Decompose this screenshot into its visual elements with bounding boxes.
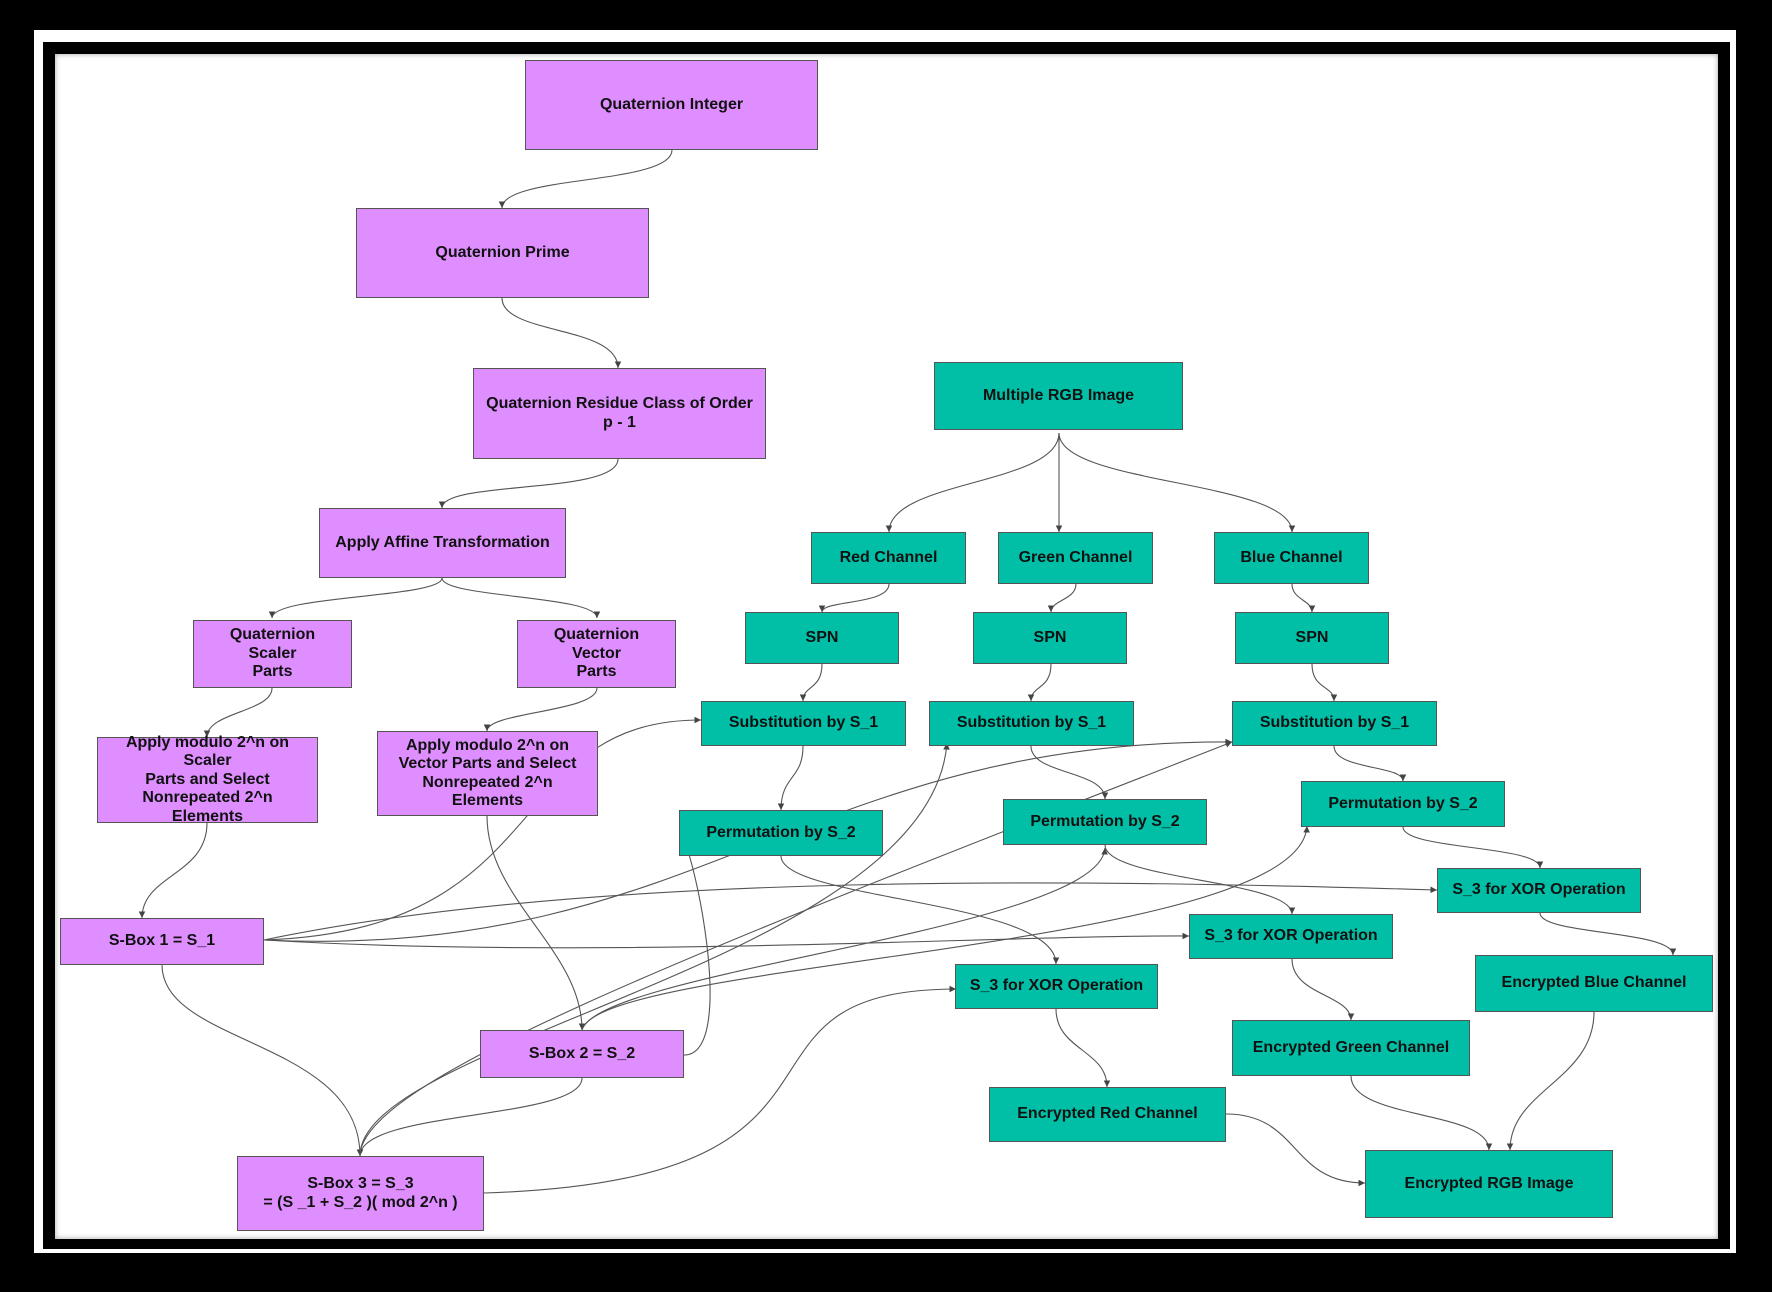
edge-spn-sub-red xyxy=(799,663,823,702)
edge-enc-red-rgb xyxy=(1225,1113,1366,1187)
substitution-red-node: Substitution by S_1 xyxy=(701,701,906,746)
sbox1-node: S-Box 1 = S_1 xyxy=(60,918,264,965)
quaternion-integer-node: Quaternion Integer xyxy=(525,60,818,150)
sbox3-node: S-Box 3 = S_3 = (S _1 + S_2 )( mod 2^n ) xyxy=(237,1156,484,1231)
edge-rgb-red xyxy=(885,432,1060,533)
edge-sbox1-xor-green xyxy=(263,932,1190,949)
edge-sbox3-xor-red xyxy=(483,985,957,1194)
edge-residue-affine xyxy=(438,458,619,509)
substitution-blue-node: Substitution by S_1 xyxy=(1232,701,1437,746)
modulo-vector-node: Apply modulo 2^n on Vector Parts and Sel… xyxy=(377,731,598,816)
edge-xor-enc-blue xyxy=(1539,912,1677,956)
permutation-red-node: Permutation by S_2 xyxy=(679,810,883,856)
edge-enc-green-rgb xyxy=(1350,1075,1493,1151)
edge-xor-enc-red xyxy=(1055,1008,1111,1088)
edge-affine-scaler xyxy=(268,577,443,619)
xor-blue-node: S_3 for XOR Operation xyxy=(1437,868,1641,913)
edge-perm-xor-green xyxy=(1104,844,1296,915)
edge-sub-perm-green xyxy=(1030,745,1109,800)
affine-transformation-node: Apply Affine Transformation xyxy=(319,508,566,578)
edge-rgb-blue xyxy=(1058,432,1296,533)
edge-sbox1-xor-blue xyxy=(263,882,1438,941)
scaler-parts-node: Quaternion Scaler Parts xyxy=(193,620,352,688)
encrypted-rgb-node: Encrypted RGB Image xyxy=(1365,1150,1613,1218)
edge-sbox2-perm-red xyxy=(678,828,711,1056)
edge-green-spn xyxy=(1047,583,1077,613)
edge-sbox1-sbox3 xyxy=(161,964,364,1157)
edge-sbox2-perm-blue xyxy=(581,825,1310,1031)
modulo-scaler-node: Apply modulo 2^n on Scaler Parts and Sel… xyxy=(97,734,318,825)
edge-spn-sub-green xyxy=(1027,663,1052,702)
edge-blue-spn xyxy=(1291,583,1316,613)
vector-parts-node: Quaternion Vector Parts xyxy=(517,620,676,688)
spn-blue-node: SPN xyxy=(1235,612,1389,664)
green-channel-node: Green Channel xyxy=(998,532,1153,584)
edge-red-spn xyxy=(818,583,890,613)
permutation-green-node: Permutation by S_2 xyxy=(1003,799,1207,845)
permutation-blue-node: Permutation by S_2 xyxy=(1301,781,1505,827)
edge-modvector-sbox2 xyxy=(486,815,586,1031)
edge-perm-xor-red xyxy=(780,855,1060,965)
red-channel-node: Red Channel xyxy=(811,532,966,584)
xor-red-node: S_3 for XOR Operation xyxy=(955,964,1158,1009)
substitution-green-node: Substitution by S_1 xyxy=(929,701,1134,746)
spn-red-node: SPN xyxy=(745,612,899,664)
xor-green-node: S_3 for XOR Operation xyxy=(1189,914,1393,959)
edge-sub-perm-blue xyxy=(1333,745,1407,782)
residue-class-node: Quaternion Residue Class of Order p - 1 xyxy=(473,368,766,459)
encrypted-red-node: Encrypted Red Channel xyxy=(989,1087,1226,1142)
spn-green-node: SPN xyxy=(973,612,1127,664)
blue-channel-node: Blue Channel xyxy=(1214,532,1369,584)
edge-vector-modvector xyxy=(483,687,598,732)
edge-perm-xor-blue xyxy=(1402,826,1544,869)
edge-sbox3-sub-green xyxy=(359,742,950,1157)
edge-integer-prime xyxy=(498,149,673,209)
sbox2-node: S-Box 2 = S_2 xyxy=(480,1030,684,1078)
edge-scaler-modscaler xyxy=(203,687,273,738)
edge-prime-residue xyxy=(501,297,622,369)
quaternion-prime-node: Quaternion Prime xyxy=(356,208,649,298)
edge-spn-sub-blue xyxy=(1311,663,1338,702)
edge-modscaler-sbox1 xyxy=(138,822,208,919)
edge-sbox2-sbox3 xyxy=(356,1077,583,1157)
edge-sbox2-perm-green xyxy=(581,847,1108,1031)
edge-sbox1-sub-red xyxy=(263,716,702,941)
encrypted-green-node: Encrypted Green Channel xyxy=(1232,1020,1470,1076)
edge-sub-perm-red xyxy=(777,745,804,811)
edge-xor-enc-green xyxy=(1291,958,1355,1021)
rgb-image-node: Multiple RGB Image xyxy=(934,362,1183,430)
edge-affine-vector xyxy=(441,577,601,619)
edge-enc-blue-rgb xyxy=(1506,1011,1595,1151)
encrypted-blue-node: Encrypted Blue Channel xyxy=(1475,955,1713,1012)
